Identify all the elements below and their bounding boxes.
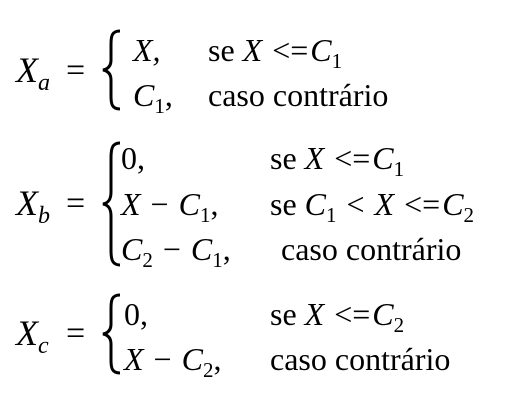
value-c1: C (190, 231, 213, 267)
lhs-subscript: b (38, 203, 50, 229)
value-minus: − (162, 231, 181, 267)
cond-rhs: C (372, 296, 394, 332)
cond-prefix: se (270, 186, 297, 222)
case-row-2-condition: caso contrário (270, 341, 450, 377)
case-row-1-condition: se X <=C2 (270, 296, 404, 336)
value-c: C (178, 186, 200, 222)
cond-rhs: C (310, 32, 332, 68)
equals-sign: = (66, 185, 86, 222)
value-suffix: , (164, 77, 173, 113)
value-c1-sub: 1 (212, 248, 223, 272)
lhs-var: X (16, 313, 38, 353)
cond-var: X (242, 32, 263, 68)
case-row-2-value: X − C1, (121, 186, 219, 226)
cond-op: <= (334, 140, 371, 176)
cond-var: X (374, 186, 395, 222)
case-row-1-value: X, (133, 32, 161, 68)
case-row-1-condition: se X <=C1 (270, 140, 404, 180)
lhs-xb: Xb (16, 183, 50, 228)
value-suffix: , (222, 231, 231, 267)
cond-text: caso contrário (281, 231, 462, 267)
case-row-2-condition: se C1 < X <=C2 (270, 186, 474, 226)
value-suffix: , (213, 341, 222, 377)
left-brace-icon (102, 29, 121, 111)
lhs-var: X (16, 183, 38, 223)
cond-rhs-sub: 2 (393, 313, 405, 337)
cond-c-sub: 1 (326, 203, 337, 227)
value-x: X (124, 341, 144, 377)
cond-op: <= (272, 32, 309, 68)
cond-var: X (304, 296, 325, 332)
cond-prefix: se (270, 296, 297, 332)
cond-c: C (304, 186, 326, 222)
cond-var: X (304, 140, 325, 176)
value-c-sub: 1 (154, 94, 165, 118)
equals-sign: = (66, 52, 86, 89)
left-brace-icon (102, 293, 121, 375)
value-minus: − (153, 341, 172, 377)
value-c2-sub: 2 (142, 248, 153, 272)
case-row-1-value: 0, (121, 140, 145, 176)
cond-rhs: C (372, 140, 394, 176)
cond-op: <= (334, 296, 371, 332)
case-row-2-value: X − C2, (124, 341, 222, 381)
equals-sign: = (66, 315, 86, 352)
value-c-sub: 1 (199, 203, 211, 227)
cond-text: caso contrário (208, 77, 389, 113)
lhs-subscript: a (38, 70, 50, 96)
value-c: C (181, 341, 203, 377)
case-row-2-value: C1, (133, 77, 173, 117)
case-row-3-value: C2 − C1, (121, 231, 231, 271)
cond-prefix: se (270, 140, 297, 176)
value-suffix: , (210, 186, 219, 222)
value-c: C (133, 77, 155, 113)
lhs-xc: Xc (16, 313, 49, 358)
value-x: X (121, 186, 141, 222)
case-row-1-value: 0, (124, 296, 148, 332)
cond-rhs: C (442, 186, 464, 222)
lhs-subscript: c (38, 333, 49, 359)
value-c2: C (121, 231, 143, 267)
lhs-xa: Xa (16, 50, 50, 95)
cond-op-le: <= (404, 186, 441, 222)
case-row-2-condition: caso contrário (208, 77, 388, 113)
cond-prefix: se (208, 32, 235, 68)
lhs-var: X (16, 50, 38, 90)
left-brace-icon (102, 141, 121, 267)
value-zero: 0, (121, 140, 145, 176)
value-x: X, (133, 32, 161, 68)
value-c-sub: 2 (202, 358, 214, 382)
cond-rhs-sub: 1 (393, 157, 405, 181)
cond-op-lt: < (346, 186, 365, 222)
value-zero: 0, (124, 296, 148, 332)
cond-rhs-sub: 1 (331, 49, 343, 73)
case-row-3-condition: caso contrário (281, 231, 461, 267)
cond-text: caso contrário (270, 341, 451, 377)
cond-rhs-sub: 2 (463, 203, 475, 227)
case-row-1-condition: se X <=C1 (208, 32, 342, 72)
value-minus: − (150, 186, 169, 222)
